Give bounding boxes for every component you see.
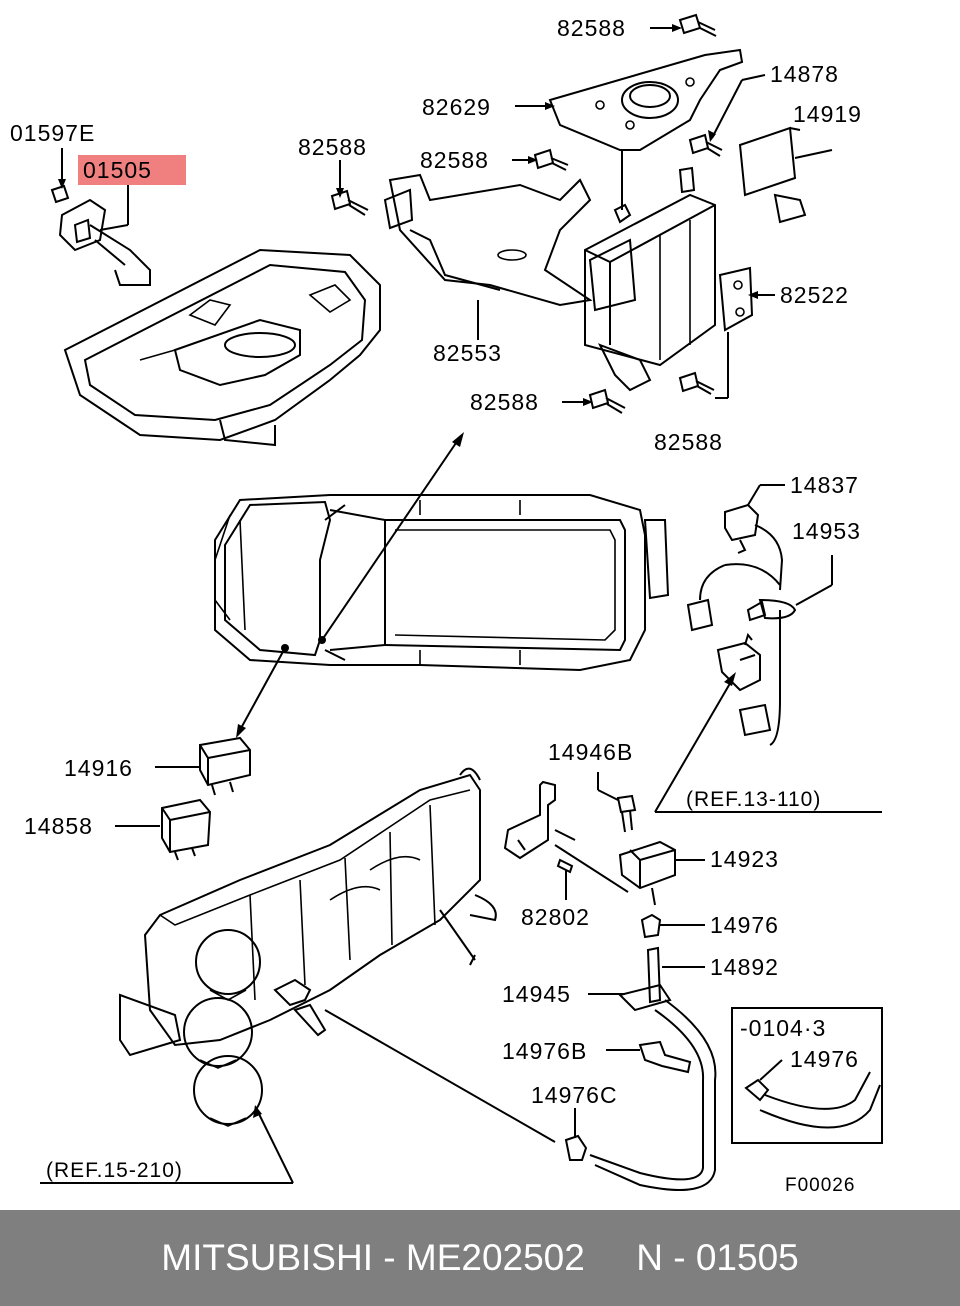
part-label-14976c: 14976C (531, 1082, 618, 1108)
part-label-01597e: 01597E (10, 120, 95, 146)
part-label-82588: 82588 (470, 389, 539, 415)
figure-code: F00026 (785, 1175, 855, 1196)
relay-icon (161, 798, 212, 861)
solenoid-valve-assembly (503, 780, 717, 1191)
fuel-sender-unit (50, 184, 151, 286)
part-label-82588: 82588 (420, 147, 489, 173)
part-label-14953: 14953 (792, 518, 861, 544)
parts-diagram: 82588 82629 14878 14919 01597E 01505 825… (10, 13, 883, 1196)
sensor-harness (654, 503, 882, 813)
part-label-14878: 14878 (770, 61, 839, 87)
part-label-82802: 82802 (521, 904, 590, 930)
part-label-14919: 14919 (793, 101, 862, 127)
part-label-14976-inset: 14976 (790, 1046, 859, 1072)
part-label-82588: 82588 (557, 15, 626, 41)
ref-label-13-110: (REF.13-110) (686, 788, 821, 811)
part-label-14916: 14916 (64, 755, 133, 781)
part-label-82553: 82553 (433, 340, 502, 366)
part-label-14976: 14976 (710, 912, 779, 938)
part-label-82629: 82629 (422, 94, 491, 120)
bolt-icon (533, 148, 569, 171)
bolt-icon (330, 189, 369, 216)
part-label-01505: 01505 (83, 157, 152, 183)
highlight-box (78, 155, 186, 185)
footer-text: MITSUBISHI - ME202502 N - 01505 (161, 1237, 799, 1278)
part-label-14923: 14923 (710, 846, 779, 872)
footer-banner: MITSUBISHI - ME202502 N - 01505 (0, 1210, 960, 1306)
bolt-icon (678, 371, 715, 395)
part-label-82588: 82588 (654, 429, 723, 455)
part-label-14837: 14837 (790, 472, 859, 498)
inset-box (731, 1007, 883, 1144)
part-label-14892: 14892 (710, 954, 779, 980)
ref-label-15-210: (REF.15-210) (46, 1159, 183, 1182)
bolt-icon (688, 133, 723, 157)
fuel-tank (50, 184, 381, 447)
part-label-14946b: 14946B (548, 739, 633, 765)
ecu-bracket-assembly (330, 13, 807, 414)
leader-lines (58, 24, 833, 1138)
part-label-14945: 14945 (502, 981, 571, 1007)
bolt-icon (678, 13, 717, 37)
vehicle-outline (214, 432, 670, 738)
relay-icon (199, 736, 251, 796)
part-label-82522: 82522 (780, 282, 849, 308)
bolt-icon (588, 388, 626, 414)
part-label-14858: 14858 (24, 813, 93, 839)
part-label-82588: 82588 (298, 134, 367, 160)
inset-title: -0104·3 (740, 1015, 826, 1041)
part-label-14976b: 14976B (502, 1038, 587, 1064)
engine-intake (40, 767, 556, 1184)
